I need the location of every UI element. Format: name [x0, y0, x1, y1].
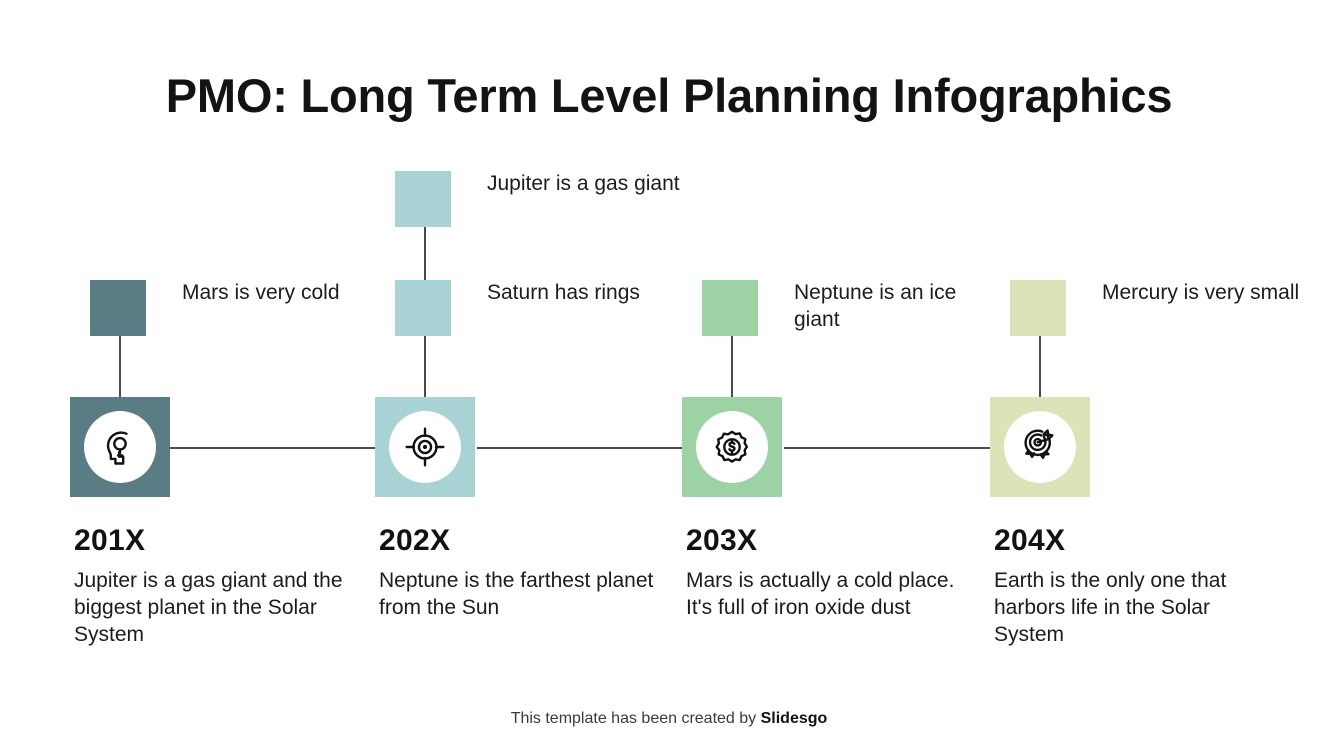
- stem-marker-1: [119, 336, 121, 397]
- timeline-column-201x: Mars is very cold 201X Jupiter is a gas …: [70, 0, 410, 753]
- footer-attribution: This template has been created by Slides…: [0, 710, 1338, 728]
- marker-swatch-mars[interactable]: [90, 280, 146, 336]
- marker-label-mars: Mars is very cold: [182, 281, 340, 304]
- marker-label-neptune: Neptune is an ice giant: [794, 281, 957, 331]
- timeline-rail-3-4: [784, 447, 990, 449]
- timeline-column-204x: Mercury is very small 204X Earth is the …: [990, 0, 1330, 753]
- caption-text: Neptune is the farthest planet from the …: [379, 569, 654, 619]
- timeline-rail-2-3: [477, 447, 682, 449]
- head-lightbulb-icon: [84, 411, 156, 483]
- stem-marker-3: [731, 336, 733, 397]
- caption-204x: 204X Earth is the only one that harbors …: [994, 524, 1274, 648]
- caption-year: 202X: [379, 524, 451, 557]
- timeline-node-202x[interactable]: [375, 397, 475, 497]
- stem-marker-lower: [424, 336, 426, 397]
- marker-swatch-neptune[interactable]: [702, 280, 758, 336]
- timeline-node-204x[interactable]: [990, 397, 1090, 497]
- timeline-column-203x: Neptune is an ice giant 203X Mars is act…: [682, 0, 1022, 753]
- stem-marker-4: [1039, 336, 1041, 397]
- caption-year: 203X: [686, 524, 758, 557]
- footer-text: This template has been created by: [510, 710, 761, 727]
- timeline-column-202x: Jupiter is a gas giant Saturn has rings …: [375, 0, 715, 753]
- caption-year: 204X: [994, 524, 1066, 557]
- caption-201x: 201X Jupiter is a gas giant and the bigg…: [74, 524, 354, 648]
- marker-swatch-saturn[interactable]: [395, 280, 451, 336]
- marker-swatch-jupiter[interactable]: [395, 171, 451, 227]
- marker-label-jupiter: Jupiter is a gas giant: [487, 172, 680, 195]
- caption-202x: 202X Neptune is the farthest planet from…: [379, 524, 659, 621]
- caption-203x: 203X Mars is actually a cold place. It's…: [686, 524, 966, 621]
- stem-marker-upper: [424, 227, 426, 281]
- footer-brand: Slidesgo: [760, 710, 828, 727]
- timeline-rail-1-2: [170, 447, 375, 449]
- caption-text: Jupiter is a gas giant and the biggest p…: [74, 569, 343, 646]
- caption-text: Earth is the only one that harbors life …: [994, 569, 1227, 646]
- crosshair-target-icon: [389, 411, 461, 483]
- page-title: PMO: Long Term Level Planning Infographi…: [165, 69, 1173, 122]
- timeline-node-201x[interactable]: [70, 397, 170, 497]
- target-arrow-icon: [1004, 411, 1076, 483]
- marker-label-mercury: Mercury is very small: [1102, 281, 1300, 304]
- money-badge-icon: [696, 411, 768, 483]
- caption-text: Mars is actually a cold place. It's full…: [686, 569, 955, 619]
- caption-year: 201X: [74, 524, 146, 557]
- marker-label-saturn: Saturn has rings: [487, 281, 640, 304]
- timeline-node-203x[interactable]: [682, 397, 782, 497]
- marker-swatch-mercury[interactable]: [1010, 280, 1066, 336]
